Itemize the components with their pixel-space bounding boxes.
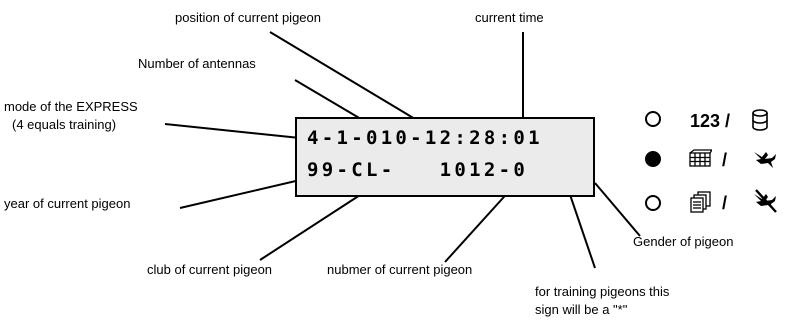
lcd-line-2: 99-CL- 1012-0: [307, 159, 529, 181]
pigeon-icon: [754, 152, 776, 168]
label-mode-line2: (4 equals training): [12, 117, 117, 132]
label-gender-of-pigeon: Gender of pigeon: [633, 234, 734, 249]
indicator-led-3: [645, 195, 661, 211]
connector-mode: [164, 123, 301, 139]
indicator-2-text: /: [722, 150, 728, 170]
label-training-line1: for training pigeons this: [535, 284, 670, 299]
indicator-led-1: [645, 111, 661, 127]
label-club-current-pigeon: club of current pigeon: [147, 262, 273, 277]
indicator-1-text: 123 /: [690, 111, 731, 131]
lcd-line-1: 4-1-010-12:28:01: [307, 127, 543, 149]
label-year-current-pigeon: year of current pigeon: [4, 196, 131, 211]
grid-icon: [689, 149, 712, 167]
label-mode-line1: mode of the EXPRESS: [4, 99, 138, 114]
label-training-line2: sign will be a "*": [535, 302, 628, 317]
connector-year: [179, 179, 301, 209]
label-number-current-pigeon: nubmer of current pigeon: [327, 262, 473, 277]
label-current-time: current time: [475, 10, 544, 25]
crossed-pigeon-icon: [754, 189, 777, 213]
connector-gender: [594, 182, 641, 237]
lcd-display: 4-1-010-12:28:01 99-CL- 1012-0: [295, 117, 595, 197]
connector-position: [269, 31, 421, 123]
indicator-3-text: /: [722, 193, 728, 213]
label-number-of-antennas: Number of antennas: [138, 56, 256, 71]
cylinder-icon: [752, 109, 768, 131]
indicator-led-2: [645, 151, 661, 167]
connector-antennas: [294, 79, 367, 123]
connector-number: [444, 187, 513, 263]
label-position-current-pigeon: position of current pigeon: [175, 10, 321, 25]
documents-icon: [690, 191, 711, 213]
